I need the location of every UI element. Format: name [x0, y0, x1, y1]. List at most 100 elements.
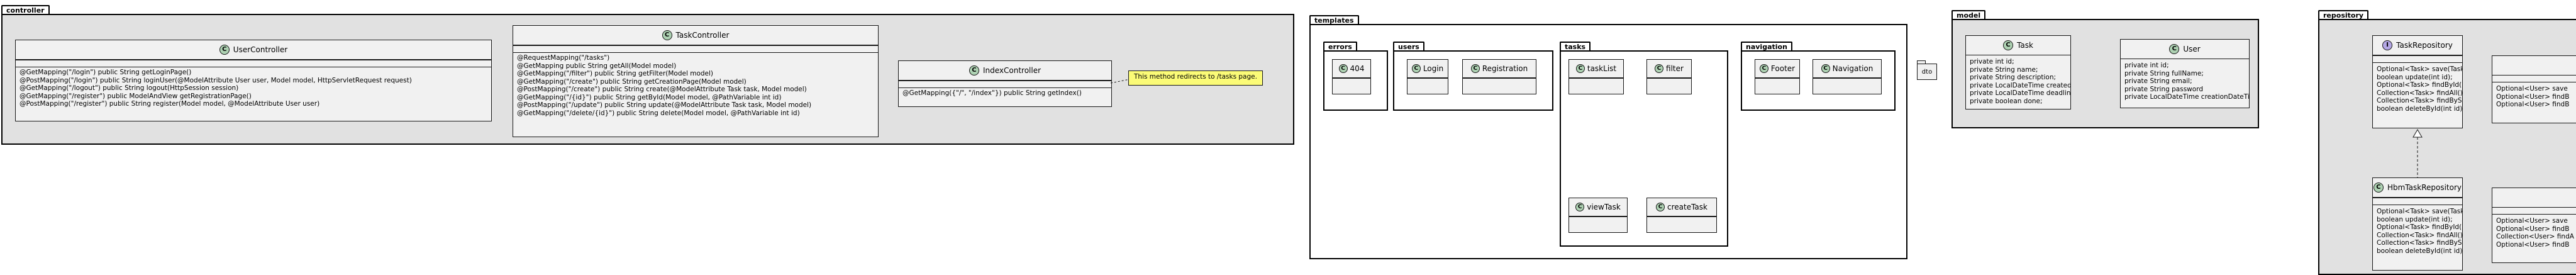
member: Optional<Task> save(Task task);: [2377, 208, 2462, 215]
class-icon: C: [1575, 203, 1585, 211]
package-label: templates: [1309, 15, 1359, 25]
template-view-task: C viewTask: [1568, 198, 1628, 233]
member: @GetMapping("/{id}") public String getBy…: [517, 93, 782, 101]
realization-arrow: [2412, 129, 2423, 177]
template-navigation: C Navigation: [1813, 59, 1882, 94]
controller-package: controller C UserController @GetMapping(…: [1, 5, 1294, 145]
package-label: errors: [1323, 42, 1357, 51]
class-icon: C: [662, 30, 672, 40]
member: private LocalDateTime deadline;: [1970, 89, 2070, 97]
member: private int id;: [2124, 62, 2169, 69]
template-footer: C Footer: [1755, 59, 1800, 94]
package-label: model: [1951, 10, 1986, 20]
class-icon: C: [1470, 64, 1480, 73]
member: private String name;: [1970, 65, 2038, 74]
member: private LocalDateTime creationDateTime;: [2124, 93, 2249, 101]
member: Optional<Task> save(Task task);: [2377, 65, 2462, 73]
model-package: model C Task private int id; private Str…: [1951, 10, 2259, 128]
hbm-task-repository-class: C HbmTaskRepository Optional<Task> save(…: [2372, 177, 2463, 271]
class-icon: C: [1411, 64, 1421, 73]
member: @GetMapping("/register") public ModelAnd…: [19, 92, 252, 100]
member: private String email;: [2124, 77, 2192, 85]
class-icon: C: [2003, 40, 2014, 50]
member: Collection<Task> findByStatus();: [2377, 97, 2462, 104]
tasks-package: tasks C taskList C filter C viewTask: [1560, 42, 1728, 247]
member: Optional<User> save: [2496, 217, 2568, 225]
package-label: users: [1393, 42, 1424, 51]
task-controller-class: C TaskController @RequestMapping("/tasks…: [513, 25, 879, 137]
member: private String fullName;: [2124, 69, 2204, 77]
member: @GetMapping("/create") public String get…: [517, 77, 747, 86]
package-label: controller: [1, 5, 50, 14]
member: private String password: [2124, 85, 2203, 93]
user-model-class: C User private int id; private String fu…: [2120, 39, 2250, 108]
package-label: dto: [1917, 64, 1937, 80]
template-registration: C Registration: [1462, 59, 1536, 94]
class-icon: C: [1575, 64, 1585, 73]
class-name: Task: [2017, 41, 2033, 50]
package-label: tasks: [1560, 42, 1591, 51]
class-icon: C: [219, 45, 230, 55]
index-controller-class: C IndexController @GetMapping({"/", "/in…: [898, 60, 1112, 107]
navigation-package: navigation C Footer C Navigation: [1741, 42, 1896, 111]
member: Optional<User> findB: [2496, 93, 2570, 101]
member: Optional<User> save: [2496, 85, 2568, 93]
task-model-class: C Task private int id; private String na…: [1965, 35, 2071, 109]
member: boolean update(int id);: [2377, 215, 2453, 223]
class-name: IndexController: [982, 66, 1041, 75]
package-label: repository: [2318, 10, 2369, 20]
package-label: navigation: [1741, 42, 1792, 51]
member: Collection<Task> findByStatus();: [2377, 239, 2462, 247]
class-icon: C: [2373, 182, 2384, 193]
member: @PostMapping("/register") public String …: [19, 100, 320, 108]
member: @RequestMapping("/tasks"): [517, 54, 610, 62]
member: private int id;: [1970, 58, 2014, 65]
member: boolean deleteById(int id);: [2377, 247, 2462, 255]
member: Collection<Task> findAll();: [2377, 231, 2462, 239]
member: @PostMapping("/login") public String log…: [19, 76, 412, 84]
class-icon: C: [1656, 203, 1665, 211]
hbm-user-repository-class-partial: Optional<User> save Optional<User> findB…: [2492, 188, 2576, 263]
member: @GetMapping({"/", "/index"}) public Stri…: [902, 89, 1082, 97]
template-create-task: C createTask: [1646, 198, 1717, 233]
note-connector: [1111, 79, 1130, 84]
class-icon: C: [1821, 64, 1830, 73]
member: @GetMapping("/delete/{id}") public Strin…: [517, 109, 800, 117]
member: @GetMapping("/logout") public String log…: [19, 84, 239, 92]
template-404: C 404: [1332, 59, 1371, 94]
class-icon: C: [1338, 64, 1348, 73]
member: private boolean done;: [1970, 97, 2043, 105]
member: @PostMapping("/create") public String cr…: [517, 86, 807, 93]
member: Optional<User> findB: [2496, 101, 2570, 108]
redirect-note: This method redirects to /tasks page.: [1128, 70, 1263, 86]
class-name: UserController: [233, 45, 288, 54]
template-login: C Login: [1407, 59, 1448, 94]
member: @PostMapping("/update") public String up…: [517, 101, 812, 109]
member: private String description;: [1970, 74, 2057, 81]
class-name: TaskController: [675, 31, 730, 40]
member: boolean update(int id);: [2377, 73, 2453, 81]
class-icon: C: [1759, 64, 1768, 73]
member: @GetMapping("/filter") public String get…: [517, 70, 714, 77]
interface-icon: I: [2382, 40, 2393, 50]
dto-package: dto: [1917, 60, 1937, 81]
user-controller-class: C UserController @GetMapping("/login") p…: [15, 40, 492, 121]
member: Optional<User> findB: [2496, 240, 2570, 249]
member: Optional<Task> findById(int id);: [2377, 81, 2462, 89]
errors-package: errors C 404: [1323, 42, 1388, 111]
member: Optional<User> findB: [2496, 225, 2570, 233]
member: boolean deleteById(int id);: [2377, 104, 2462, 113]
class-icon: C: [2169, 44, 2180, 54]
users-package: users C Login C Registration: [1393, 42, 1553, 111]
member: @GetMapping public String getAll(Model m…: [517, 62, 677, 70]
class-name: User: [2183, 45, 2201, 53]
class-name: HbmTaskRepository: [2387, 183, 2462, 192]
repository-package: repository I TaskRepository Optional<Tas…: [2318, 10, 2576, 275]
task-repository-interface: I TaskRepository Optional<Task> save(Tas…: [2372, 35, 2463, 128]
templates-package: templates errors C 404 users C Login C R…: [1309, 15, 1907, 259]
class-name: TaskRepository: [2396, 41, 2453, 50]
member: @GetMapping("/login") public String getL…: [19, 69, 192, 76]
member: private LocalDateTime created;: [1970, 81, 2070, 89]
class-icon: C: [969, 65, 979, 76]
member: Optional<Task> findById(int id);: [2377, 223, 2462, 231]
